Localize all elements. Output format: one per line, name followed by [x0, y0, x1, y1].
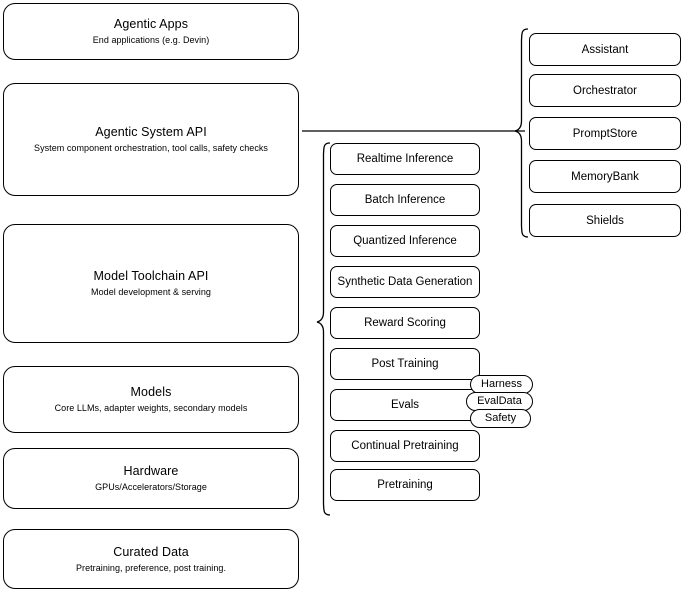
toolchain-item-continual-pretraining[interactable]: Continual Pretraining [330, 430, 480, 462]
layer-subtitle: End applications (e.g. Devin) [92, 35, 210, 45]
eval-pill-label: EvalData [477, 395, 522, 407]
layer-subtitle: GPUs/Accelerators/Storage [95, 482, 207, 492]
layer-agentic-apps[interactable]: Agentic Apps End applications (e.g. Devi… [3, 3, 299, 60]
system-component-orchestrator[interactable]: Orchestrator [529, 74, 681, 107]
toolchain-item-evals[interactable]: Evals [330, 389, 480, 421]
layer-title: Hardware [123, 464, 179, 478]
toolchain-item-quantized-inference[interactable]: Quantized Inference [330, 225, 480, 257]
layer-agentic-system-api[interactable]: Agentic System API System component orch… [3, 83, 299, 196]
system-component-label: MemoryBank [571, 170, 639, 183]
toolchain-item-label: Reward Scoring [364, 317, 446, 329]
toolchain-item-label: Evals [390, 399, 420, 411]
eval-pill-label: Harness [481, 378, 522, 390]
system-component-shields[interactable]: Shields [529, 204, 681, 237]
toolchain-item-pretraining[interactable]: Pretraining [330, 469, 480, 501]
brace-system-components [514, 28, 529, 238]
layer-hardware[interactable]: Hardware GPUs/Accelerators/Storage [3, 448, 299, 509]
layer-models[interactable]: Models Core LLMs, adapter weights, secon… [3, 366, 299, 433]
layer-curated-data[interactable]: Curated Data Pretraining, preference, po… [3, 529, 299, 589]
toolchain-item-label: Continual Pretraining [351, 440, 459, 452]
toolchain-item-label: Pretraining [377, 479, 433, 491]
system-component-label: Orchestrator [573, 84, 637, 97]
layer-model-toolchain-api[interactable]: Model Toolchain API Model development & … [3, 224, 299, 343]
toolchain-item-synthetic-data-generation[interactable]: Synthetic Data Generation [330, 266, 480, 298]
toolchain-item-label: Synthetic Data Generation [337, 276, 473, 288]
layer-title: Models [130, 385, 172, 399]
layer-subtitle: Core LLMs, adapter weights, secondary mo… [54, 403, 248, 413]
layer-title: Agentic Apps [113, 17, 189, 31]
eval-pill-label: Safety [484, 412, 517, 424]
toolchain-item-reward-scoring[interactable]: Reward Scoring [330, 307, 480, 339]
system-component-label: PromptStore [572, 127, 638, 140]
brace-toolchain-items [316, 142, 331, 516]
toolchain-item-label: Realtime Inference [356, 153, 454, 165]
system-component-assistant[interactable]: Assistant [529, 33, 681, 66]
system-component-label: Shields [586, 214, 624, 227]
toolchain-item-realtime-inference[interactable]: Realtime Inference [330, 143, 480, 175]
toolchain-item-label: Quantized Inference [353, 235, 457, 247]
layer-subtitle: Model development & serving [91, 287, 211, 297]
layer-title: Model Toolchain API [93, 269, 209, 283]
toolchain-item-label: Post Training [371, 358, 439, 370]
layer-subtitle: Pretraining, preference, post training. [75, 562, 227, 573]
layer-title: Curated Data [113, 544, 189, 559]
toolchain-item-batch-inference[interactable]: Batch Inference [330, 184, 480, 216]
system-component-memorybank[interactable]: MemoryBank [529, 160, 681, 193]
layer-subtitle: System component orchestration, tool cal… [34, 143, 268, 153]
toolchain-item-label: Batch Inference [364, 194, 446, 206]
toolchain-item-post-training[interactable]: Post Training [330, 348, 480, 380]
system-component-label: Assistant [581, 43, 629, 56]
layer-title: Agentic System API [95, 125, 207, 139]
eval-pill-safety[interactable]: Safety [470, 409, 531, 428]
system-component-promptstore[interactable]: PromptStore [529, 117, 681, 150]
